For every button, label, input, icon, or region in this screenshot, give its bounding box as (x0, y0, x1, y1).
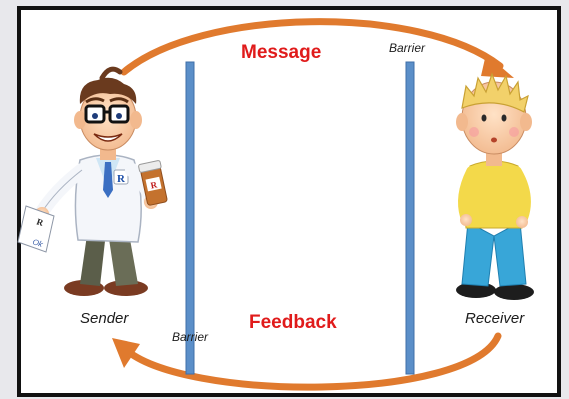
barrier-top-label: Barrier (389, 41, 426, 55)
message-label: Message (241, 42, 322, 63)
sender-label: Sender (80, 310, 129, 327)
feedback-arrow (120, 332, 502, 391)
message-arrowhead (481, 54, 514, 78)
coat-badge-text: R (117, 173, 126, 185)
feedback-arrowhead (112, 338, 140, 368)
sender-doctor-illustration: R R Ok R (17, 66, 168, 296)
prescription-scribble: Ok (31, 237, 44, 249)
barrier-left (185, 61, 195, 375)
receiver-label: Receiver (465, 310, 525, 327)
barrier-right (405, 61, 415, 375)
barrier-bottom-label: Barrier (172, 330, 209, 344)
receiver-boy-illustration (456, 72, 534, 300)
bottle-label-text: R (150, 179, 159, 190)
prescription-mark: R (35, 216, 45, 228)
feedback-label: Feedback (249, 312, 337, 333)
message-arrow (120, 18, 504, 76)
